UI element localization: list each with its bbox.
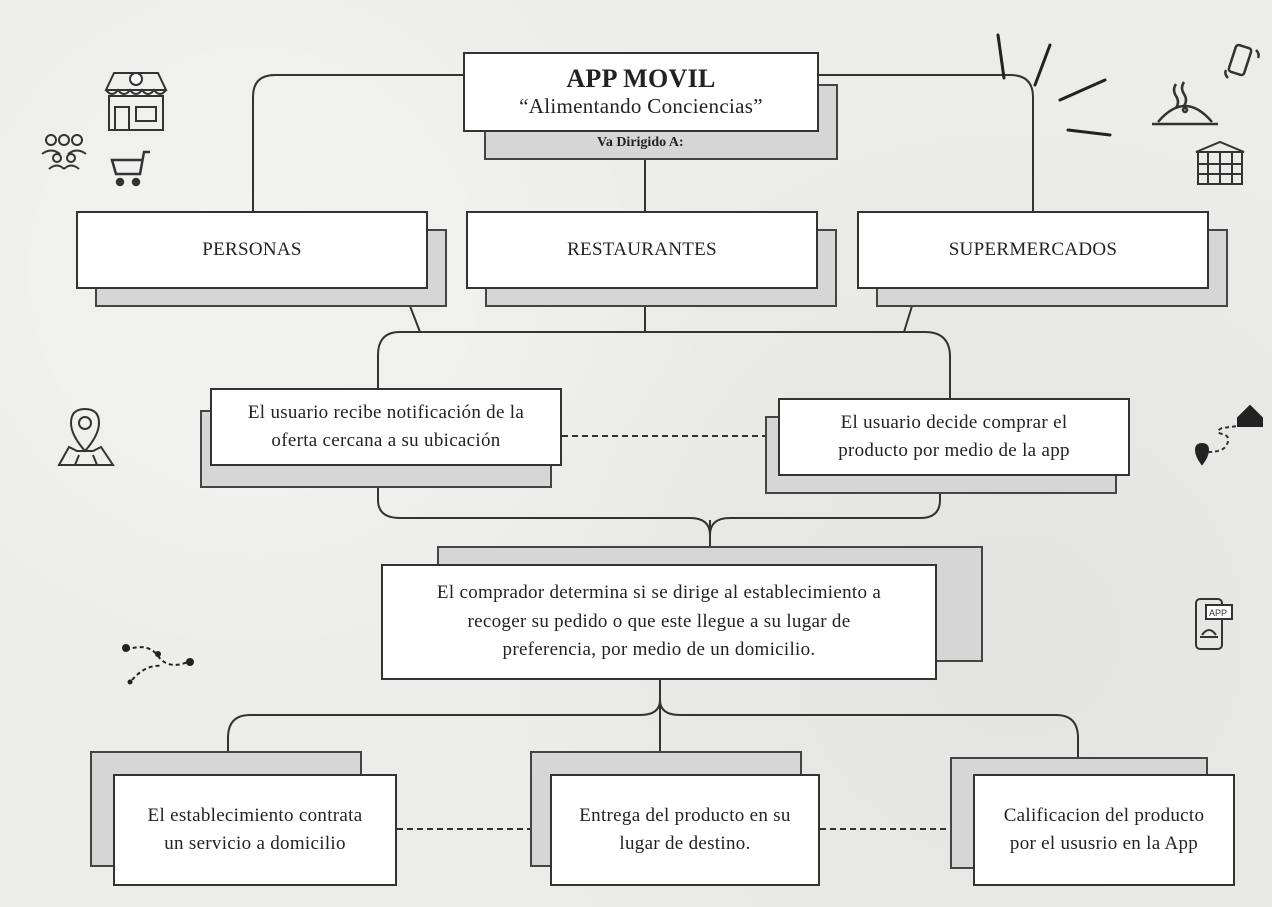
store-icon xyxy=(104,72,168,131)
route-icon xyxy=(122,644,194,685)
building-icon xyxy=(1195,140,1245,185)
cart-icon xyxy=(110,150,150,187)
delivery-service-text-line1: El establecimiento contrata xyxy=(147,804,363,826)
title-box: APP MOVIL “Alimentando Conciencias” xyxy=(463,52,819,132)
rating-text-line2: por el ususrio en la App xyxy=(1009,833,1199,854)
svg-text:APP: APP xyxy=(1209,608,1227,618)
buyer-text-line2: recoger su pedido o que este llegue a su… xyxy=(467,610,851,632)
mobile-app-icon: APP xyxy=(1195,598,1233,650)
notification-text-line2: oferta cercana a su ubicación xyxy=(271,430,501,451)
restaurantes-box: RESTAURANTES xyxy=(466,211,818,289)
rating-text-line1: Calificacion del producto xyxy=(1003,804,1205,826)
notification-box: El usuario recibe notificación de la ofe… xyxy=(210,388,562,466)
delivery-service-box: El establecimiento contrata un servicio … xyxy=(113,774,397,886)
supermercados-label: SUPERMERCADOS xyxy=(948,238,1118,260)
delivery-service-text-line2: un servicio a domicilio xyxy=(164,833,346,854)
delivery-text-line2: lugar de destino. xyxy=(619,833,751,854)
notification-text-line1: El usuario recibe notificación de la xyxy=(247,401,525,423)
buyer-text-line1: El comprador determina si se dirige al e… xyxy=(436,582,882,604)
buyer-decision-box: El comprador determina si se dirige al e… xyxy=(381,564,937,680)
purchase-text-line1: El usuario decide comprar el xyxy=(840,411,1068,433)
app-subtitle: “Alimentando Conciencias” xyxy=(519,93,763,118)
restaurantes-label: RESTAURANTES xyxy=(567,238,717,260)
personas-box: PERSONAS xyxy=(76,211,428,289)
phone-icon xyxy=(1224,43,1260,79)
location-map-icon xyxy=(57,407,115,466)
sparkle-lines xyxy=(996,33,1112,137)
delivery-box: Entrega del producto en su lugar de dest… xyxy=(550,774,820,886)
personas-label: PERSONAS xyxy=(202,238,302,260)
directed-to-label: Va Dirigido A: xyxy=(597,135,684,150)
supermercados-box: SUPERMERCADOS xyxy=(857,211,1209,289)
home-route-icon xyxy=(1194,404,1263,466)
rating-box: Calificacion del producto por el ususrio… xyxy=(973,774,1235,886)
purchase-text-line2: producto por medio de la app xyxy=(838,440,1070,461)
purchase-box: El usuario decide comprar el producto po… xyxy=(778,398,1130,476)
delivery-text-line1: Entrega del producto en su xyxy=(579,804,791,826)
app-title: APP MOVIL xyxy=(566,64,716,94)
serving-dish-icon xyxy=(1152,81,1218,126)
people-icon xyxy=(41,134,87,170)
buyer-text-line3: preferencia, por medio de un domicilio. xyxy=(502,639,816,661)
